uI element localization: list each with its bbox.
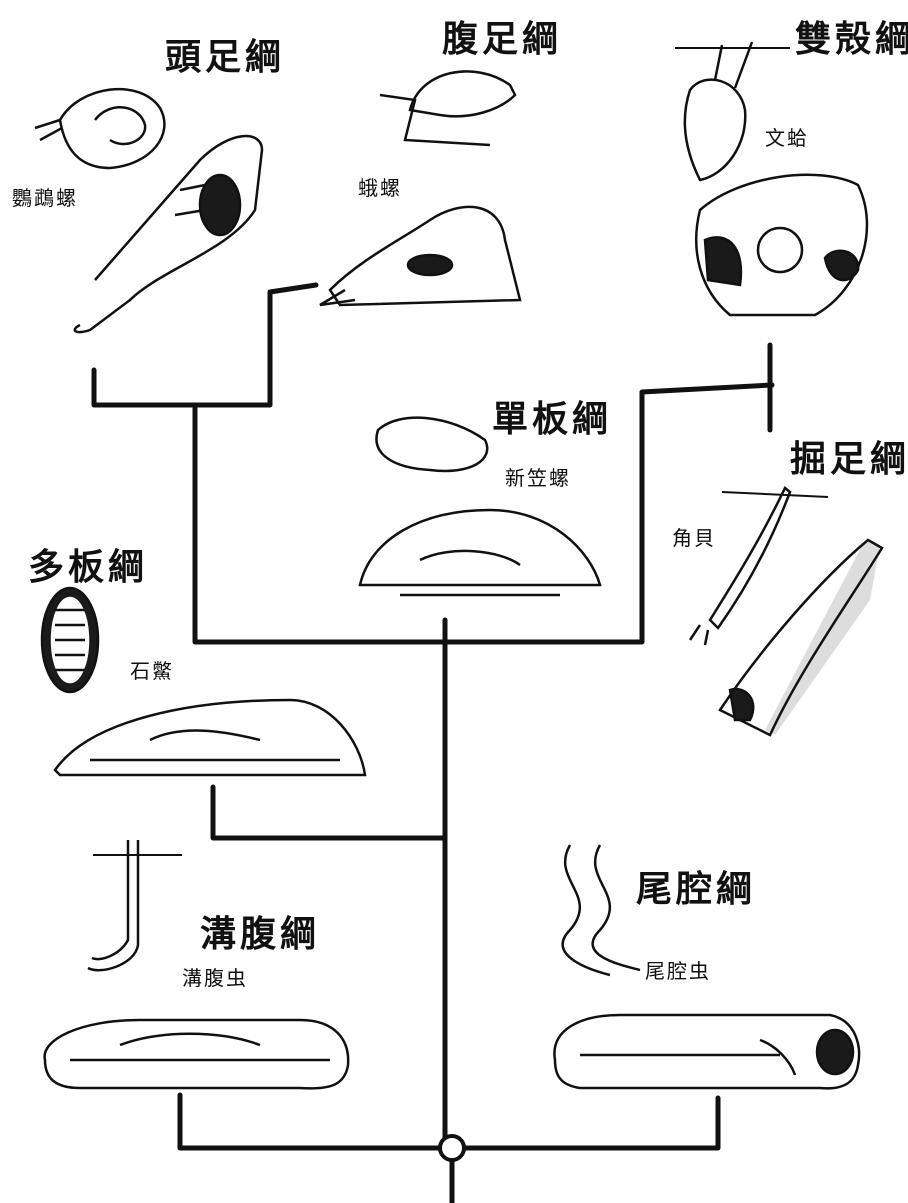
caudofoveate-illustration (553, 844, 861, 1090)
root-node (438, 1134, 466, 1162)
tusk-shell-illustration (688, 486, 884, 737)
chiton-illustration (40, 586, 367, 777)
species-label-solenogaster: 溝腹虫 (182, 966, 248, 990)
species-label-chiton: 石鱉 (130, 659, 174, 683)
species-label-nautilus: 鸚鵡螺 (12, 186, 78, 210)
ceph-gastro-branch (91, 282, 319, 408)
class-label-gastropoda: 腹足綱 (442, 18, 563, 60)
nautilus-illustration (34, 87, 264, 334)
neopilina-illustration (358, 416, 602, 597)
upper-branch (192, 382, 775, 645)
whelk-illustration (319, 70, 522, 307)
burrow-surface-lines (93, 47, 829, 856)
species-label-caudofoveate: 尾腔虫 (645, 959, 711, 983)
class-label-monoplacophora: 單板綱 (492, 398, 613, 440)
species-label-neopilina: 新笠螺 (505, 466, 571, 490)
polyplacophora-branch (210, 784, 448, 841)
clam-illustration (683, 41, 869, 317)
species-label-clam: 文蛤 (765, 126, 809, 150)
class-label-polyplacophora: 多板綱 (28, 546, 149, 588)
species-label-tusk-shell: 角貝 (672, 526, 716, 550)
class-label-caudofoveata: 尾腔綱 (636, 868, 757, 910)
solenogaster-illustration (43, 840, 350, 1090)
class-label-scaphopoda: 掘足綱 (790, 438, 908, 480)
class-label-bivalvia: 雙殻綱 (795, 18, 908, 60)
class-label-cephalopoda: 頭足綱 (165, 36, 286, 78)
tree-lines (91, 282, 775, 1203)
class-label-solenogastres: 溝腹綱 (200, 913, 321, 955)
species-label-whelk: 蛾螺 (358, 176, 402, 200)
